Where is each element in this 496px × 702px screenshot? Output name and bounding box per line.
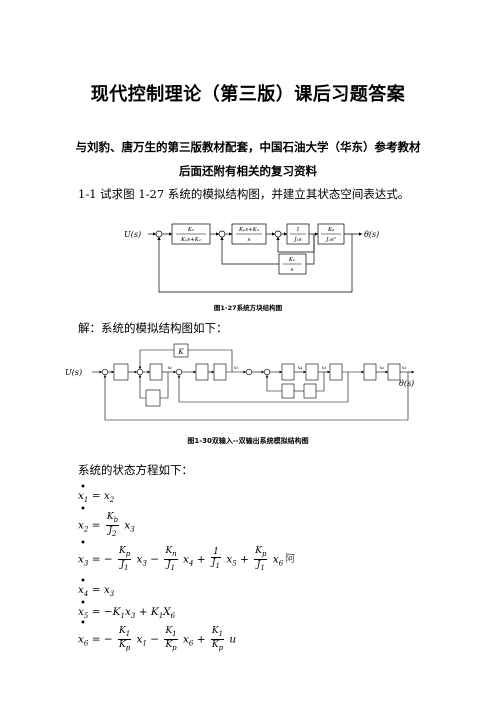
figure-1-30-simulation-diagram: U(s) θ(s) K x₆ x₅ x₄ x₃ x₂ x₁ — [65, 343, 415, 421]
fig2-state-label: x₁ — [402, 365, 407, 371]
fig1-block1-numerator: K₁ — [187, 227, 194, 233]
fig2-state-label: x₅ — [234, 365, 239, 371]
fig1-block3-numerator: 1 — [296, 227, 300, 233]
solution-intro: 解：系统的模拟结构图如下： — [78, 321, 228, 335]
inline-note: 阿 — [285, 554, 296, 566]
fig2-state-label: x₄ — [298, 365, 303, 371]
fig2-state-label: x₆ — [168, 365, 173, 371]
fig2-output-label: θ(s) — [399, 379, 414, 388]
equation-x4: •x4 = x3 — [78, 576, 115, 599]
figure-1-30-caption: 图1-30双输入--双输出系统模拟结构图 — [187, 437, 309, 445]
subtitle-line-2: 后面还附有相关的复习资料 — [179, 164, 317, 178]
state-equation-intro: 系统的状态方程如下： — [78, 463, 193, 477]
equation-x1: •x1 = x2 — [78, 482, 115, 505]
fig1-block4-numerator: Kᵦ — [327, 227, 334, 233]
fig2-top-gain: K — [177, 348, 184, 356]
fig2-state-label: x₂ — [380, 365, 385, 371]
subtitle-line-1: 与刘豹、唐万生的第三版教材配套，中国石油大学（华东）参考教材 — [75, 140, 421, 154]
fig1-output-label: θ(s) — [364, 230, 379, 239]
fig1-block1-denominator: Kₚs+K₁ — [180, 237, 201, 243]
fig1-feedback-numerator: Kₙ — [288, 257, 295, 263]
fig2-input-label: U(s) — [65, 368, 82, 377]
document-title: 现代控制理论（第三版）课后习题答案 — [90, 84, 406, 105]
figure-1-27-caption: 图1-27系统方块结构图 — [213, 304, 283, 312]
problem-statement: 1-1 试求图 1-27 系统的模拟结构图，并建立其状态空间表达式。 — [78, 187, 410, 201]
fig1-block2-numerator: Kₚs+Kₙ — [238, 227, 259, 233]
fig1-block3-denominator: J₁s — [293, 237, 301, 243]
fig1-block2-denominator: s — [248, 237, 251, 243]
equation-x5: •x5 = −K1x3 + K1X6 — [78, 598, 176, 621]
figure-1-27-block-diagram: U(s) θ(s) K₁ Kₚs+K₁ Kₚs+Kₙ s 1 J₁s Kᵦ J₂… — [124, 223, 379, 293]
fig1-input-label: U(s) — [124, 230, 141, 239]
fig1-block4-denominator: J₂s² — [325, 236, 335, 243]
fig1-feedback-denominator: s — [291, 267, 294, 273]
fig2-state-label: x₃ — [322, 365, 327, 371]
